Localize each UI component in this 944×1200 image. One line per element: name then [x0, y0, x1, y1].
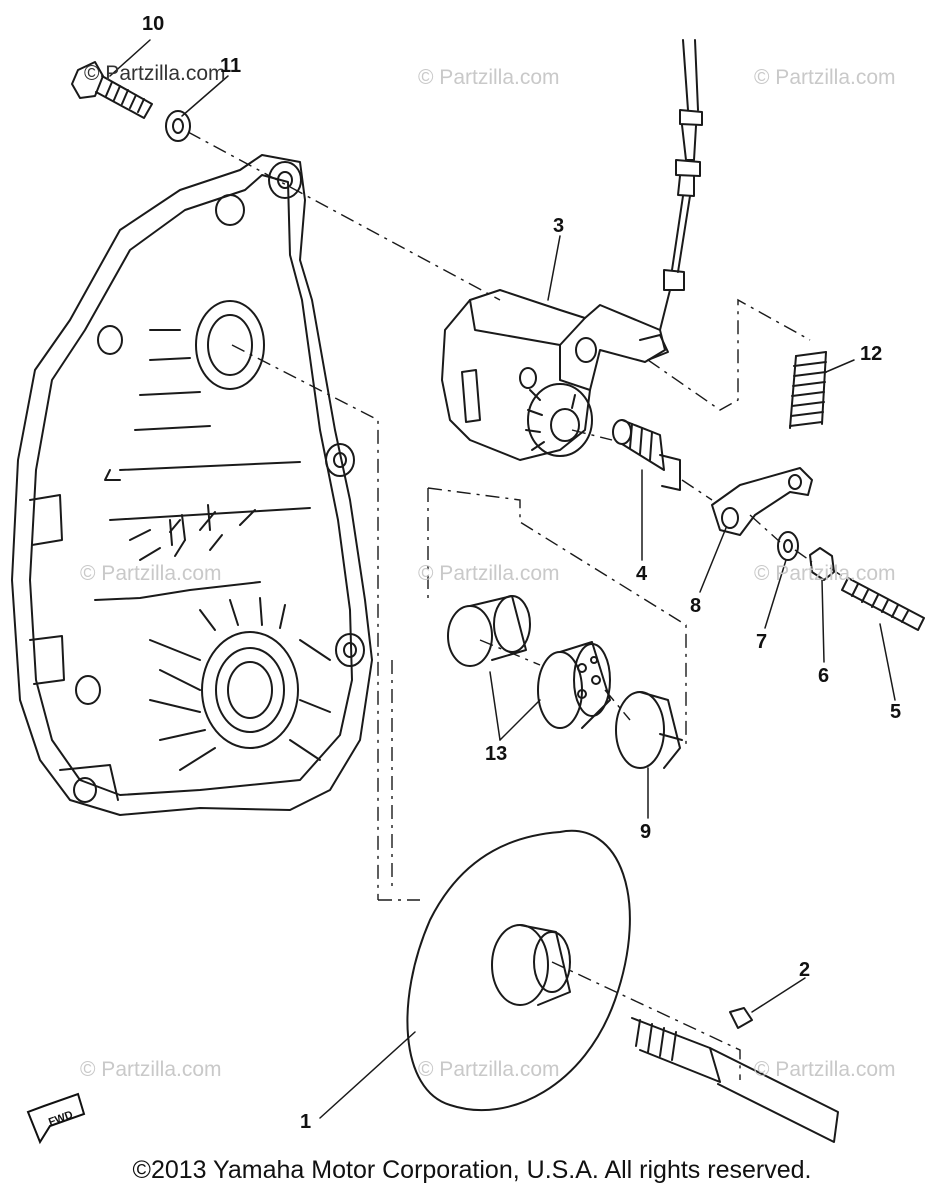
- callout-12: 12: [860, 343, 882, 365]
- part-13-weights: [447, 595, 611, 729]
- part-9-cap: [615, 691, 683, 769]
- callout-10: 10: [142, 13, 164, 35]
- part-2-key: [729, 1007, 753, 1029]
- callout-2: 2: [799, 959, 810, 981]
- throttle-cable: [659, 39, 703, 331]
- copyright-notice: ©2013 Yamaha Motor Corporation, U.S.A. A…: [132, 1156, 812, 1184]
- watermark-text: © Partzilla.com: [418, 66, 560, 89]
- fwd-label: FWD: [47, 1109, 75, 1129]
- crankcase-cover: [11, 154, 373, 816]
- callout-8: 8: [690, 595, 701, 617]
- watermark-text: © Partzilla.com: [754, 66, 896, 89]
- part-1-sheave: [406, 829, 631, 1112]
- callout-6: 6: [818, 665, 829, 687]
- drive-shaft: [631, 1017, 839, 1143]
- callouts: 1 2 3 4 5 6 7 8 9 10 11 12 13: [142, 13, 901, 1133]
- callout-7: 7: [756, 631, 767, 653]
- watermark-text: © Partzilla.com: [418, 562, 560, 585]
- watermark-text: © Partzilla.com: [84, 62, 226, 85]
- watermark-text: © Partzilla.com: [80, 562, 222, 585]
- part-5-bolt: [841, 577, 925, 631]
- callout-4: 4: [636, 563, 648, 585]
- callout-leaders: [109, 39, 896, 1119]
- part-4-worm: [612, 419, 681, 491]
- assembly-axes: [187, 131, 849, 1080]
- part-8-lever: [711, 467, 813, 536]
- watermark-text: © Partzilla.com: [80, 1058, 222, 1081]
- part-6-nut: [809, 547, 835, 581]
- forward-arrow-icon: FWD: [26, 1092, 86, 1145]
- callout-3: 3: [553, 215, 564, 237]
- callout-1: 1: [300, 1111, 311, 1133]
- part-3-housing: [441, 289, 669, 461]
- callout-13: 13: [485, 743, 507, 765]
- watermark-text: © Partzilla.com: [418, 1058, 560, 1081]
- part-7-washer: [777, 531, 799, 561]
- watermarks: © Partzilla.com © Partzilla.com © Partzi…: [80, 62, 896, 1081]
- part-10-bolt: [71, 61, 153, 119]
- watermark-text: © Partzilla.com: [754, 562, 896, 585]
- callout-9: 9: [640, 821, 651, 843]
- part-12-spring: [789, 351, 827, 429]
- callout-11: 11: [220, 55, 241, 77]
- part-11-washer: [165, 110, 191, 142]
- watermark-text: © Partzilla.com: [754, 1058, 896, 1081]
- callout-5: 5: [890, 701, 901, 723]
